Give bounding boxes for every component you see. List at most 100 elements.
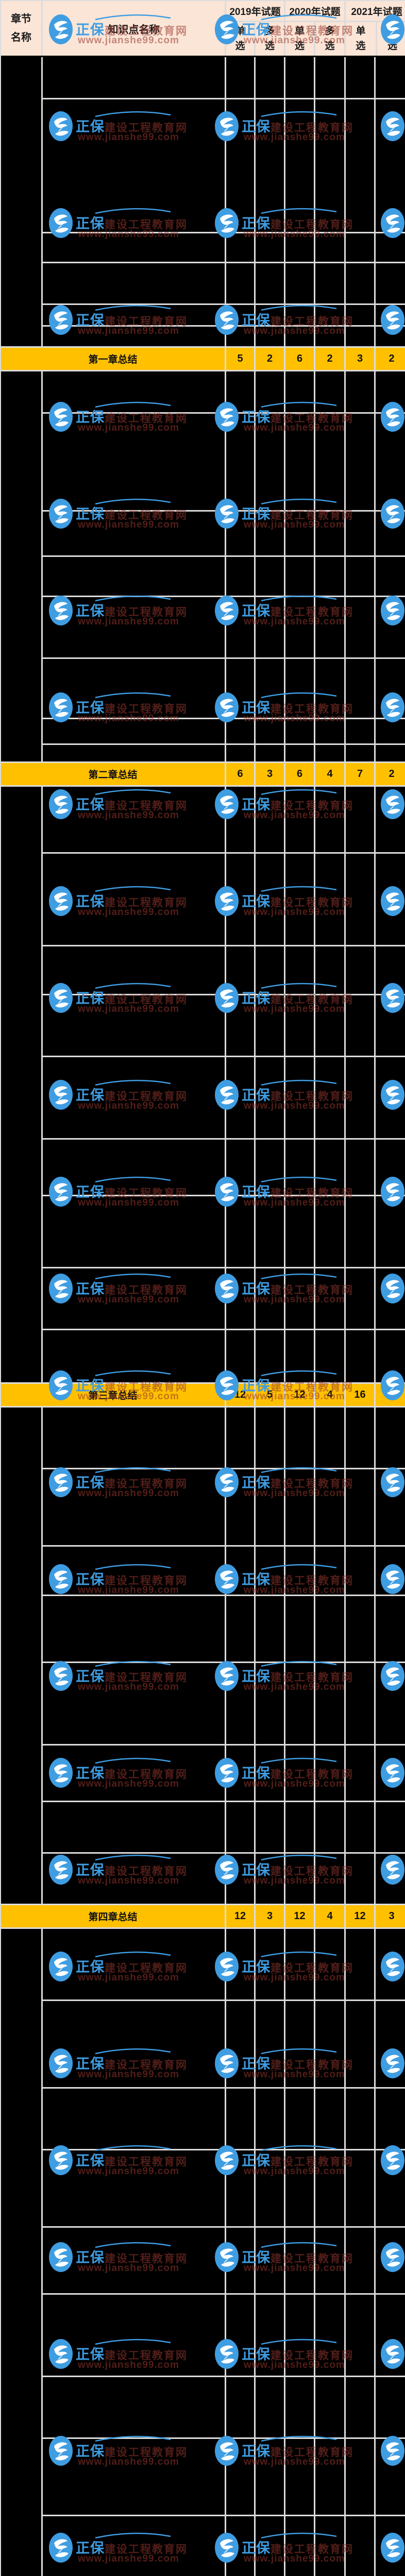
count-cell <box>226 1330 254 1382</box>
count-cell <box>256 1745 284 1801</box>
count-cell <box>376 946 405 994</box>
knowledge-row <box>43 597 405 657</box>
subcolumn-label: 单选 <box>346 22 376 56</box>
chapter-cell <box>1 787 41 1382</box>
count-cell <box>346 1854 374 1904</box>
count-cell <box>315 659 344 718</box>
knowledge-cell <box>43 305 225 325</box>
count-cell <box>226 745 254 761</box>
count-cell <box>315 719 344 743</box>
count-cell <box>256 2377 284 2437</box>
count-cell <box>285 2295 314 2376</box>
knowledge-row <box>43 1408 405 1468</box>
count-cell <box>226 1802 254 1852</box>
count-cell <box>256 1596 284 1662</box>
count-cell <box>256 305 284 325</box>
count-cell <box>315 1745 344 1801</box>
count-cell <box>285 1196 314 1267</box>
summary-value: 4 <box>315 763 344 785</box>
knowledge-cell <box>43 1745 225 1801</box>
count-cell <box>226 263 254 303</box>
count-cell <box>376 2001 405 2087</box>
count-cell <box>256 2295 284 2376</box>
knowledge-row <box>43 1802 405 1852</box>
count-cell <box>376 371 405 412</box>
count-cell <box>285 327 314 346</box>
count-cell <box>315 1057 344 1138</box>
count-cell <box>376 2089 405 2149</box>
count-cell <box>226 1929 254 1999</box>
count-cell <box>226 1057 254 1138</box>
knowledge-row <box>43 1196 405 1267</box>
count-cell <box>346 2228 374 2293</box>
count-cell <box>285 512 314 555</box>
count-cell <box>285 1547 314 1595</box>
count-cell <box>376 557 405 596</box>
knowledge-cell <box>43 263 225 303</box>
count-cell <box>226 2150 254 2226</box>
count-cell <box>376 1330 405 1382</box>
summary-label: 第三章总结 <box>1 1384 225 1406</box>
count-cell <box>376 745 405 761</box>
knowledge-cell <box>43 745 225 761</box>
count-cell <box>285 719 314 743</box>
count-cell <box>226 557 254 596</box>
count-cell <box>315 57 344 98</box>
count-cell <box>376 1268 405 1329</box>
count-cell <box>256 745 284 761</box>
knowledge-row <box>43 57 405 98</box>
count-cell <box>285 1745 314 1801</box>
count-cell <box>315 1140 344 1195</box>
count-cell <box>315 597 344 657</box>
count-cell <box>376 1596 405 1662</box>
count-cell <box>376 1663 405 1744</box>
count-cell <box>376 854 405 945</box>
count-cell <box>315 371 344 412</box>
summary-label: 第二章总结 <box>1 763 225 785</box>
year-label: 2019年试题 <box>226 1 284 21</box>
count-cell <box>315 1663 344 1744</box>
knowledge-cell <box>43 1408 225 1468</box>
count-cell <box>285 1268 314 1329</box>
count-cell <box>315 1854 344 1904</box>
count-cell <box>285 1663 314 1744</box>
summary-value: 2 <box>315 348 344 370</box>
count-cell <box>315 995 344 1056</box>
count-cell <box>315 854 344 945</box>
knowledge-cell <box>43 719 225 743</box>
count-cell <box>226 371 254 412</box>
count-cell <box>226 1140 254 1195</box>
count-cell <box>226 2001 254 2087</box>
count-cell <box>315 327 344 346</box>
summary-label: 第四章总结 <box>1 1905 225 1927</box>
count-cell <box>285 946 314 994</box>
knowledge-row <box>43 2228 405 2293</box>
count-cell <box>285 1469 314 1545</box>
count-cell <box>226 946 254 994</box>
count-cell <box>226 57 254 98</box>
knowledge-cell <box>43 557 225 596</box>
count-cell <box>285 2150 314 2226</box>
count-cell <box>226 1547 254 1595</box>
count-cell <box>346 57 374 98</box>
count-cell <box>226 2516 254 2576</box>
knowledge-cell <box>43 1802 225 1852</box>
count-cell <box>285 2001 314 2087</box>
count-cell <box>256 1929 284 1999</box>
count-cell <box>256 414 284 510</box>
knowledge-cell <box>43 2089 225 2149</box>
count-cell <box>285 57 314 98</box>
count-cell <box>285 745 314 761</box>
subcolumn-label: 多选 <box>315 22 344 56</box>
count-cell <box>346 597 374 657</box>
count-cell <box>376 2150 405 2226</box>
count-cell <box>256 2150 284 2226</box>
count-cell <box>346 512 374 555</box>
subcolumn-label: 单选 <box>285 22 314 56</box>
count-cell <box>285 1057 314 1138</box>
count-cell <box>346 2439 374 2515</box>
